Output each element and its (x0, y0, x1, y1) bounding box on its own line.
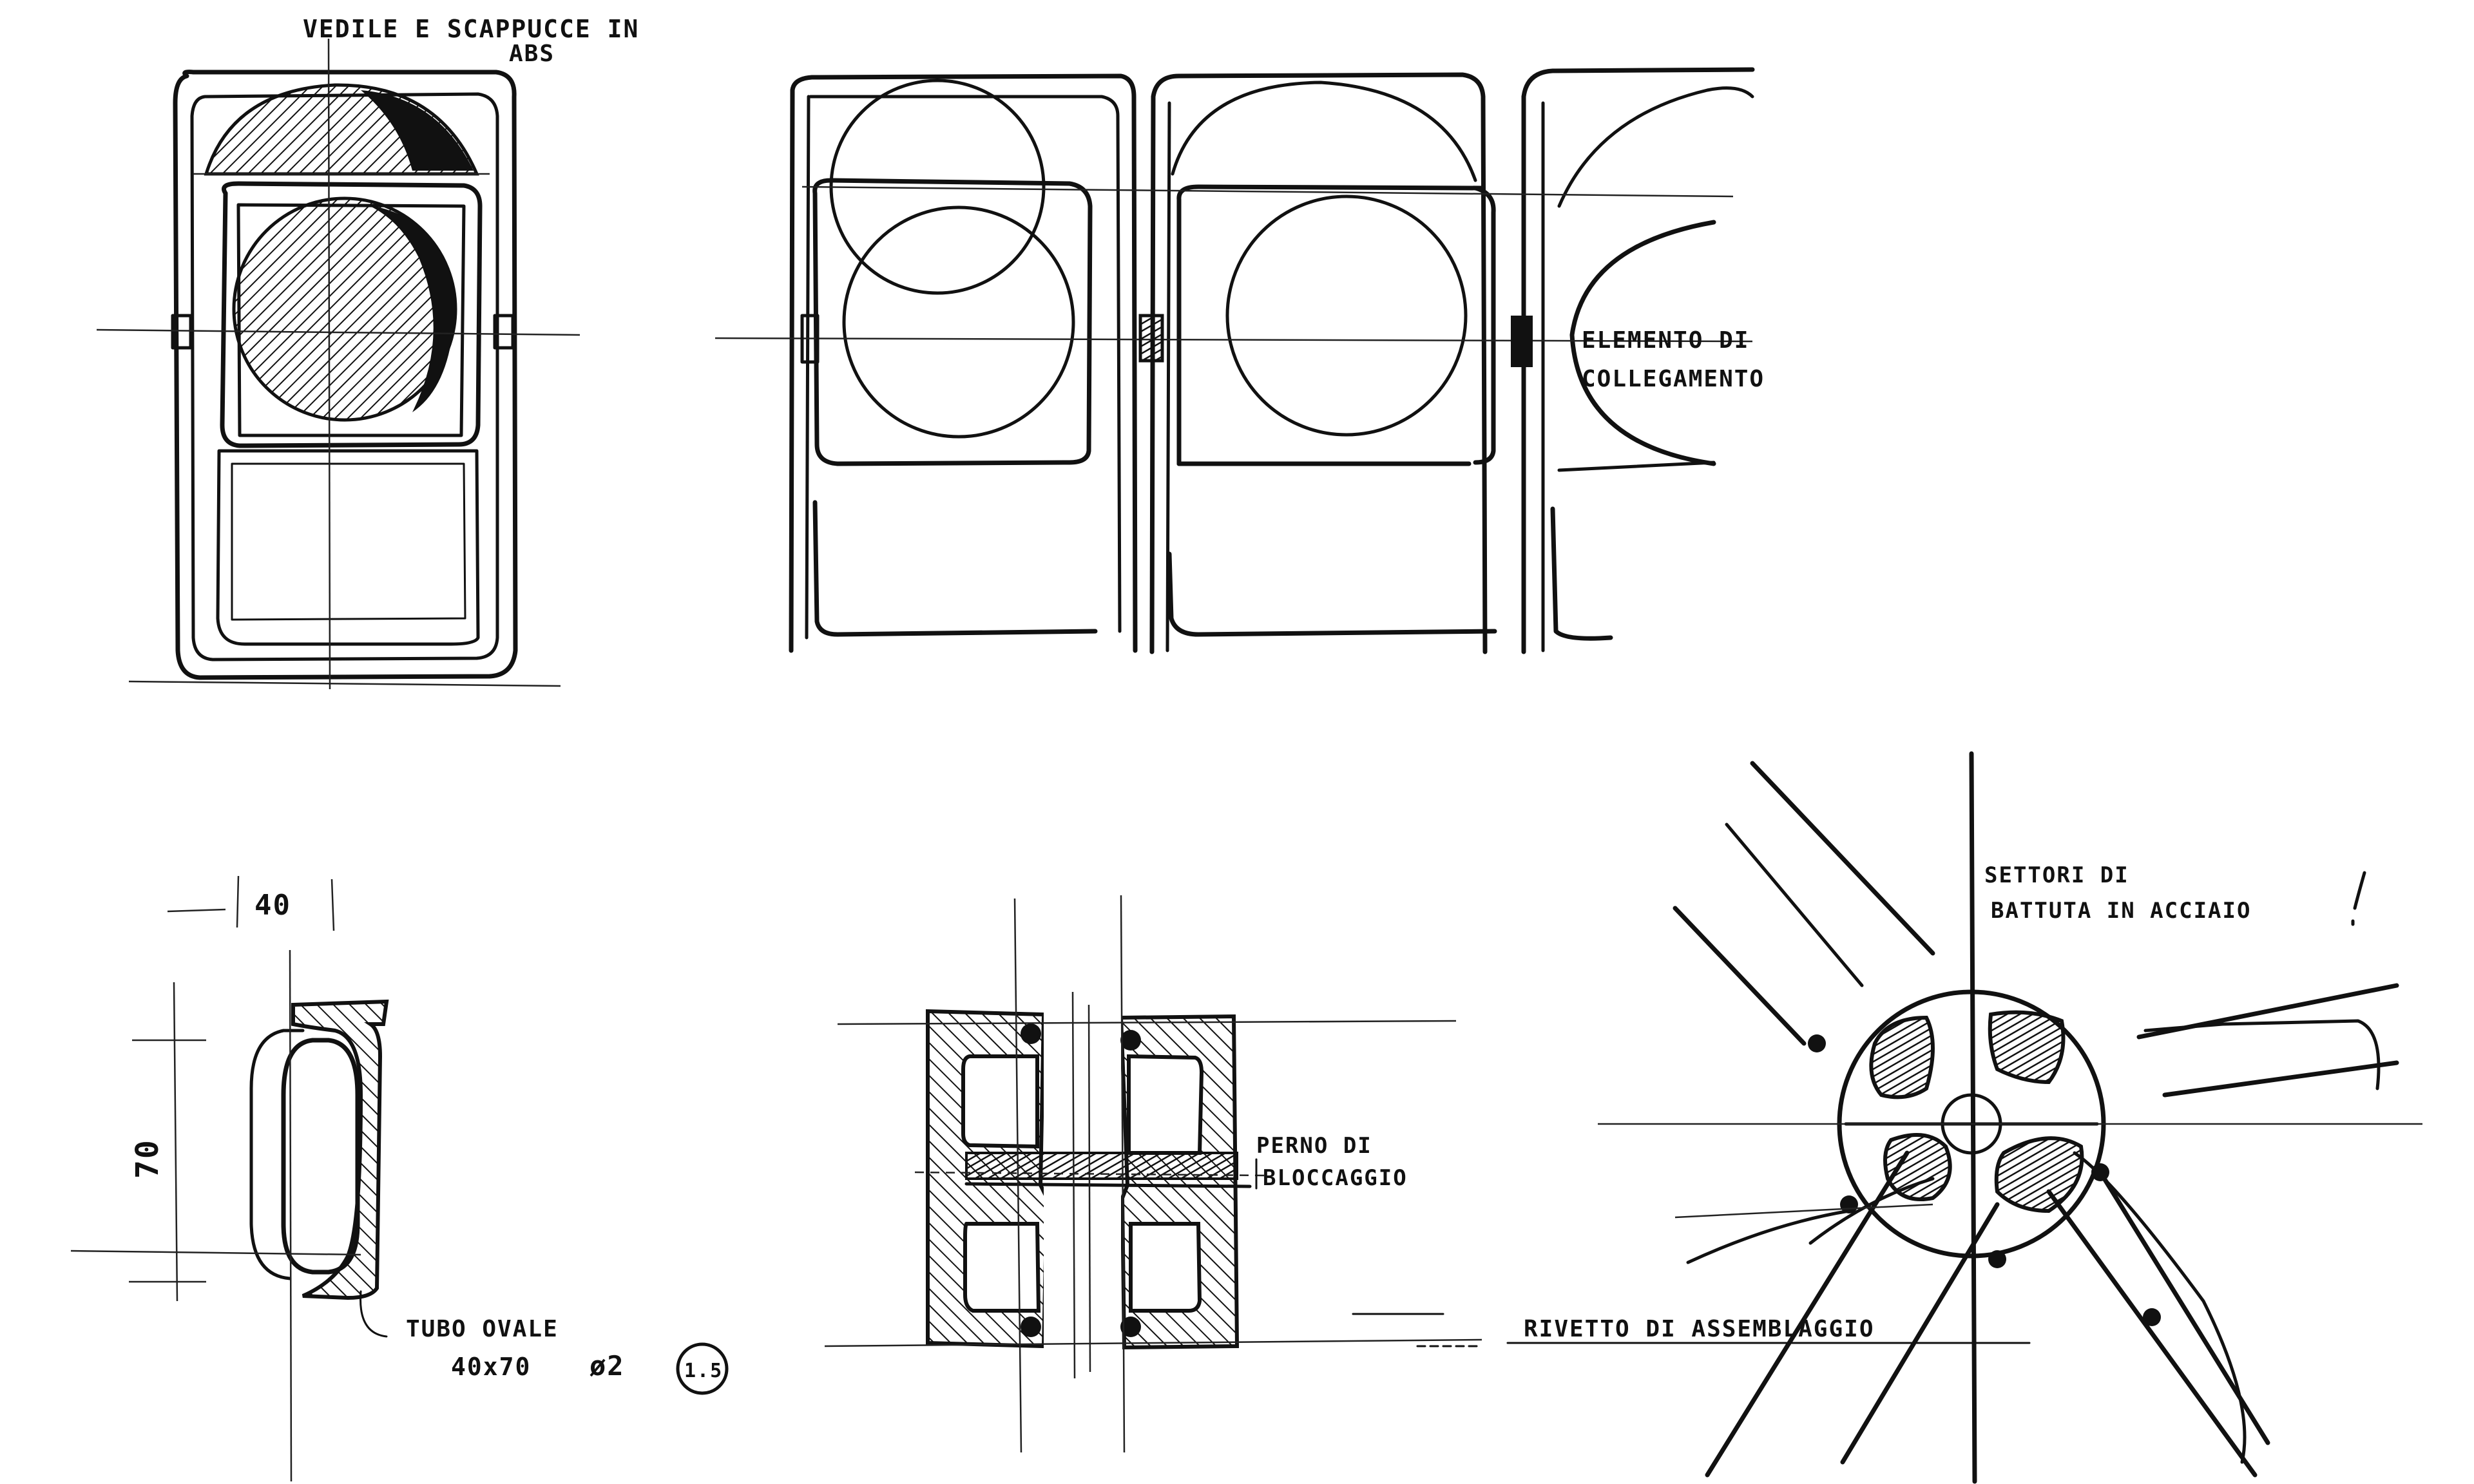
tube-line2: 40x70 (451, 1353, 531, 1381)
locking-pin-label: PERNO DI BLOCCAGGIO (1256, 1133, 1408, 1191)
sector-line2: BATTUTA IN ACCIAIO (1991, 898, 2251, 924)
connection-line2: COLLEGAMENTO (1582, 366, 1765, 392)
rivet-label: RIVETTO DI ASSEMBLAGGIO (1506, 1316, 2031, 1344)
tube-circle-value: 1.5 (684, 1360, 723, 1382)
top-note-label: VEDILE E SCAPPUCCE IN ABS (303, 15, 639, 67)
top-note-line2: ABS (509, 41, 555, 67)
connection-line1: ELEMENTO DI (1582, 327, 1749, 354)
sector-label: SETTORI DI BATTUTA IN ACCIAIO (1984, 862, 2366, 926)
sector-line1: SETTORI DI (1984, 862, 2129, 888)
tube-circle-marker (676, 1342, 729, 1395)
connection-label: ELEMENTO DI COLLEGAMENTO (1582, 327, 1765, 392)
dimension-height: 70 (129, 1139, 166, 1179)
seat-row-plan (714, 67, 1755, 654)
rivet-note: RIVETTO DI ASSEMBLAGGIO (1524, 1316, 1875, 1342)
locking-line1: PERNO DI (1256, 1133, 1372, 1159)
tube-label: TUBO OVALE 40x70 ø2 1.5 (406, 1316, 729, 1395)
locking-pin-section (824, 895, 1483, 1453)
top-note-line1: VEDILE E SCAPPUCCE IN (303, 15, 639, 43)
star-base-hub (1598, 751, 2422, 1484)
tube-line1: TUBO OVALE (406, 1316, 559, 1342)
tube-thickness: ø2 (590, 1350, 625, 1382)
tube-dimensions: 40 70 (129, 889, 291, 1179)
single-seat-plan (96, 38, 580, 690)
oval-tube-section (70, 875, 389, 1482)
locking-line2: BLOCCAGGIO (1263, 1165, 1408, 1191)
dimension-width: 40 (254, 889, 291, 922)
